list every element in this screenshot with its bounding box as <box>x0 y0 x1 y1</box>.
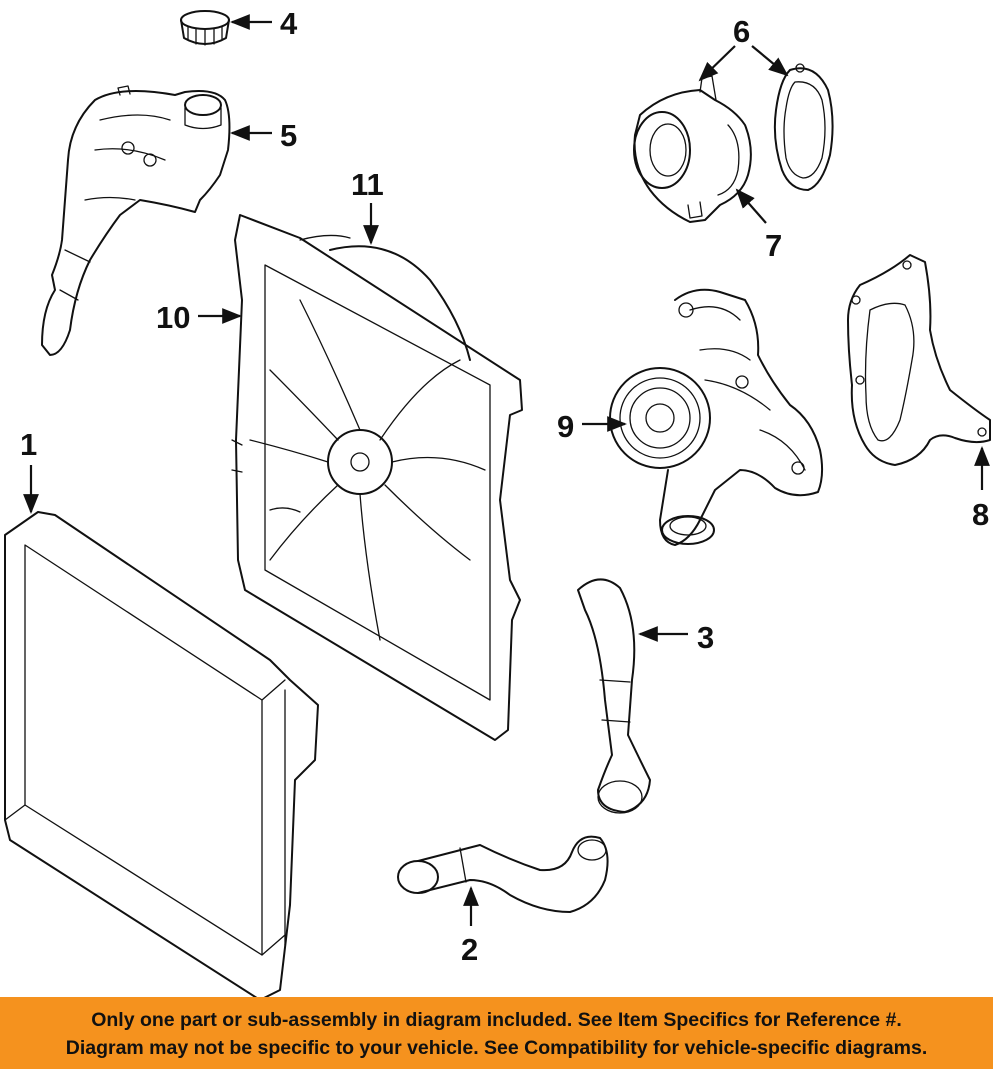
callout-label-1: 1 <box>20 427 37 462</box>
callout-arrow-6a <box>698 45 736 82</box>
thermostat-housing-drawing <box>633 75 752 223</box>
callout-label-11: 11 <box>351 167 384 202</box>
callout-label-6: 6 <box>733 14 750 49</box>
callout-arrow-6b <box>751 45 789 77</box>
callout-label-4: 4 <box>280 6 298 41</box>
upper-hose-drawing <box>577 578 651 814</box>
callout-label-3: 3 <box>697 620 714 655</box>
notice-line-2: Diagram may not be specific to your vehi… <box>65 1037 928 1059</box>
callout-label-10: 10 <box>156 300 190 335</box>
parts-diagram: 1 2 3 4 5 6 7 8 9 10 11 <box>4 6 991 997</box>
water-pump-drawing <box>609 288 824 546</box>
fan-shroud-drawing <box>231 214 523 741</box>
callout-label-9: 9 <box>557 409 574 444</box>
water-pump-gasket-drawing <box>847 254 991 466</box>
notice-line-1: Only one part or sub-assembly in diagram… <box>91 1009 902 1031</box>
notice-banner: Only one part or sub-assembly in diagram… <box>0 997 993 1069</box>
callout-label-2: 2 <box>461 932 478 967</box>
radiator-drawing <box>4 511 319 997</box>
lower-hose-drawing <box>397 835 609 913</box>
reservoir-drawing <box>41 85 231 356</box>
callout-label-7: 7 <box>765 228 782 263</box>
reservoir-cap-drawing <box>180 10 230 46</box>
fan-drawing <box>249 245 486 641</box>
callout-label-8: 8 <box>972 497 989 532</box>
callout-arrows <box>23 14 990 926</box>
callout-arrow-7 <box>735 188 767 224</box>
thermostat-gasket-drawing <box>773 63 834 191</box>
callout-label-5: 5 <box>280 118 297 153</box>
